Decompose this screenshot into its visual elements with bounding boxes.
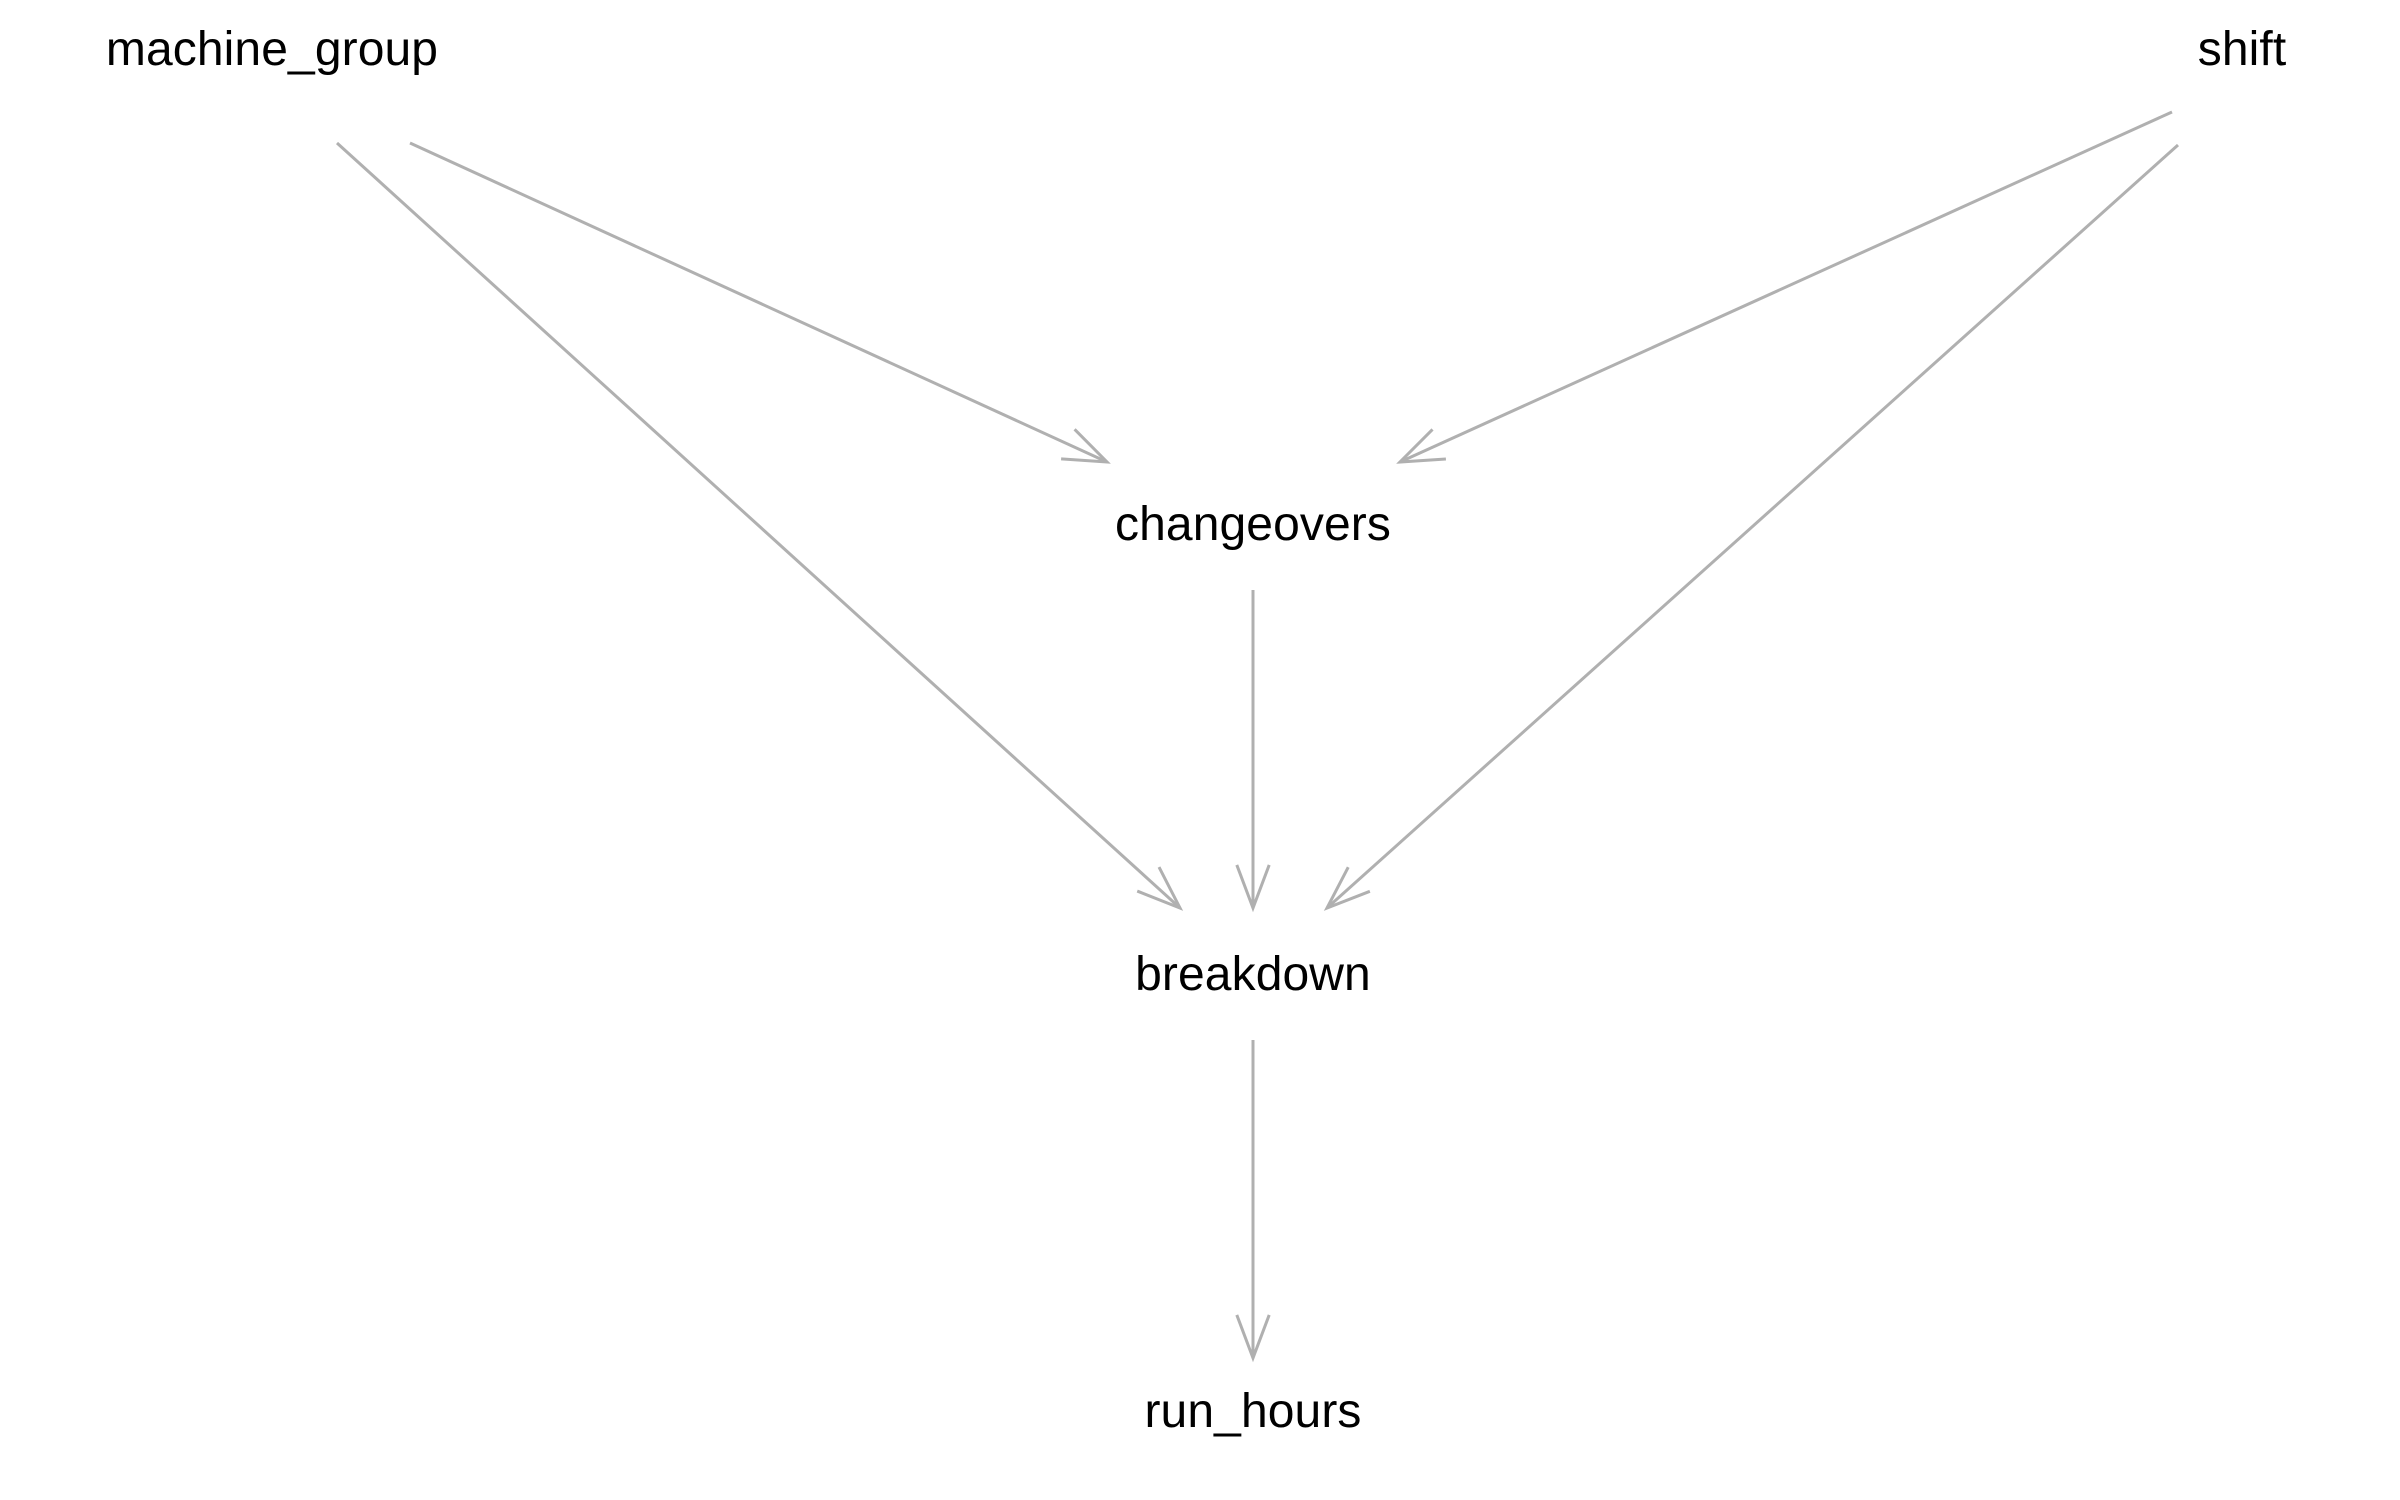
node-changeovers[interactable]: changeovers [1115,498,1391,551]
arrowhead-shift-to-changeovers [1396,428,1446,464]
arrowhead-shift-to-breakdown [1323,866,1371,911]
edges-group [335,110,2180,1363]
node-shift[interactable]: shift [2197,23,2287,76]
arrowhead-breakdown-to-run_hours [1235,1314,1271,1363]
node-breakdown[interactable]: breakdown [1135,948,1371,1001]
arrowhead-machine_group-to-breakdown [1136,866,1184,911]
node-run_hours[interactable]: run_hours [1144,1385,1362,1438]
arrowhead-machine_group-to-changeovers [1061,428,1111,464]
edge-shift-to-breakdown [1325,143,2180,910]
node-machine_group[interactable]: machine_group [105,23,439,76]
arrowhead-changeovers-to-breakdown [1235,864,1271,913]
edge-machine_group-to-breakdown [335,141,1182,910]
edge-shift-to-changeovers [1399,110,2173,464]
edge-machine_group-to-changeovers [409,141,1108,464]
